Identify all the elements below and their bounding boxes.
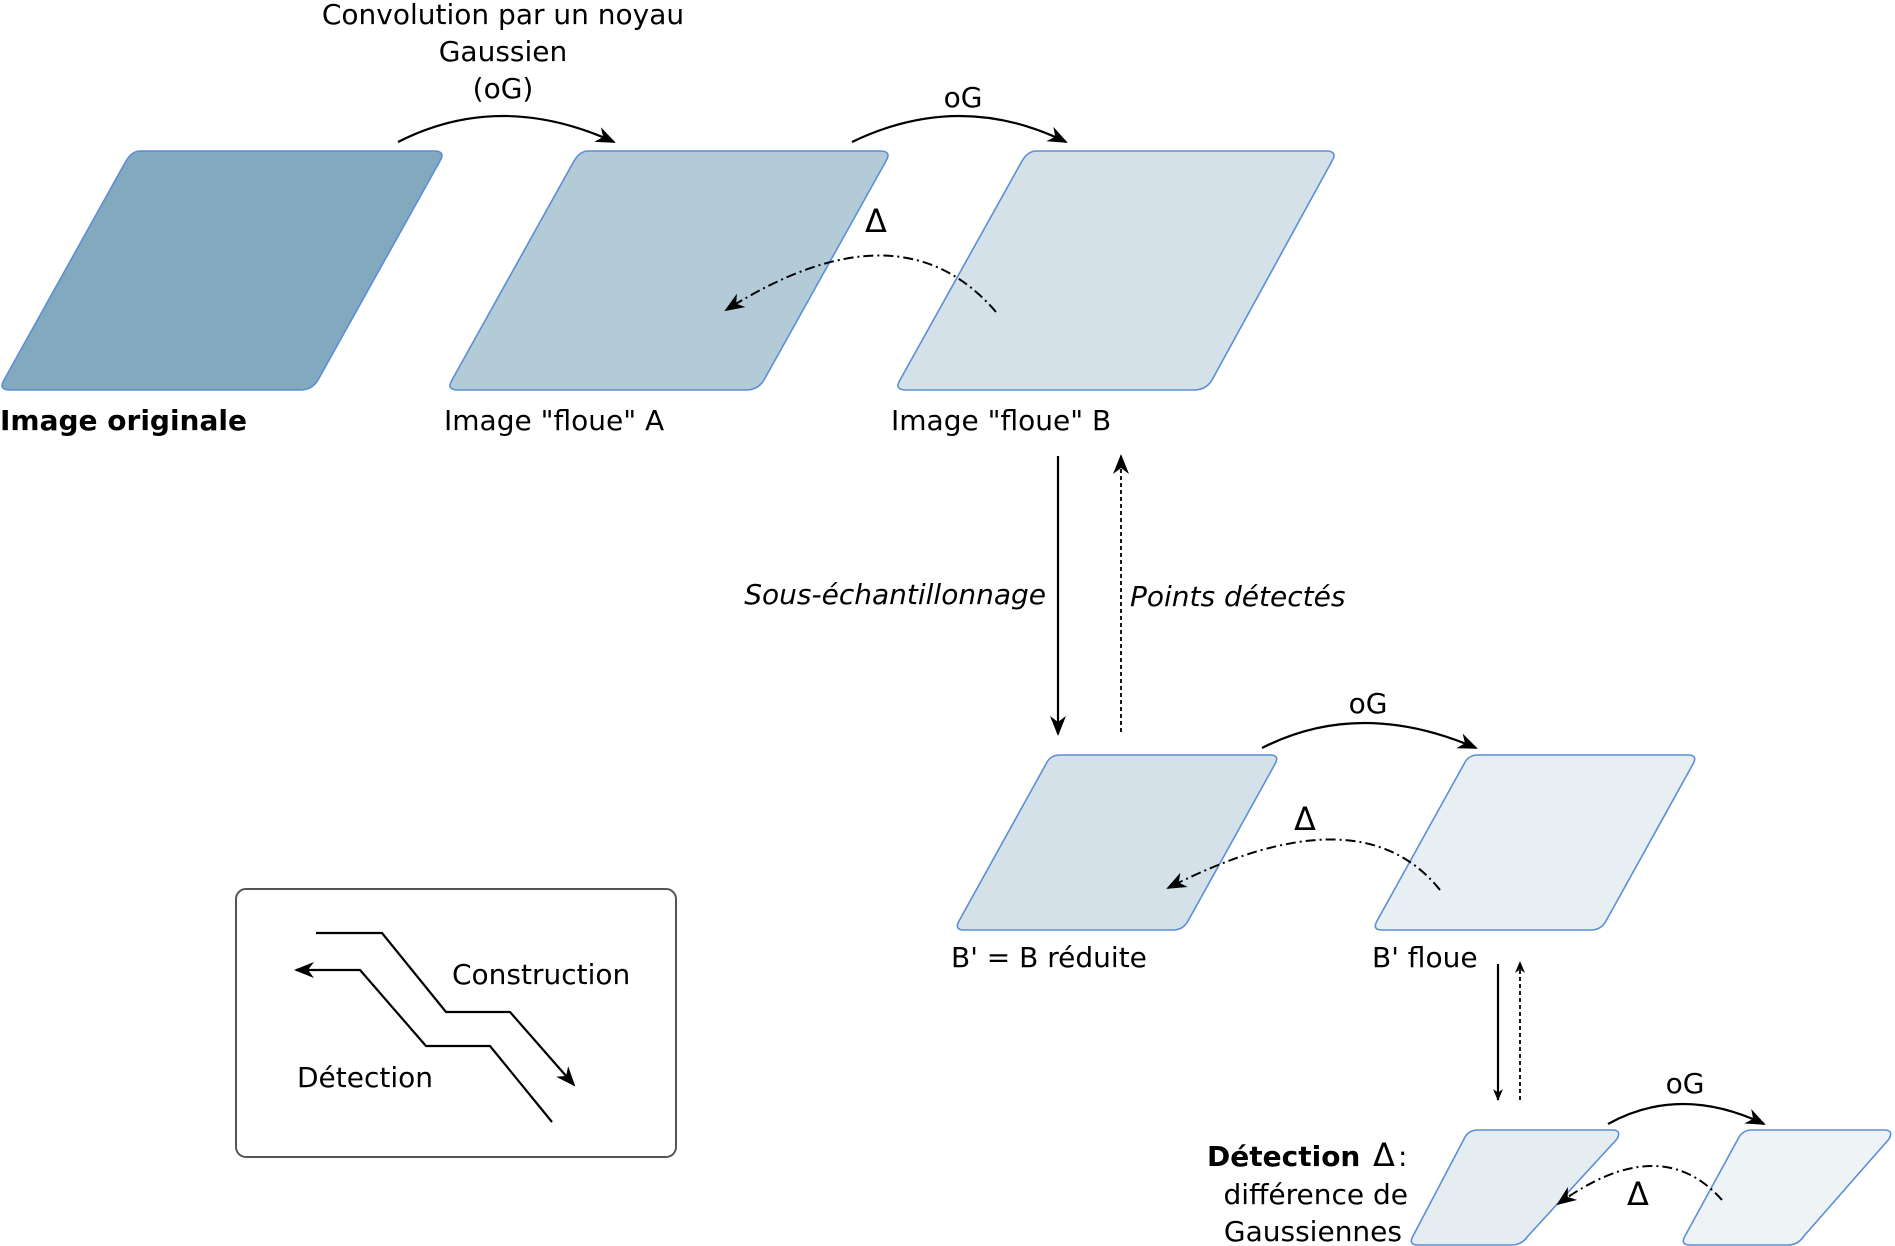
og-arrow-4 (1607, 1103, 1766, 1125)
delta-arrow-1 (724, 254, 997, 313)
detection-line3: Gaussiennes (1224, 1215, 1402, 1246)
points-detectes-label: Points détectés (1130, 580, 1345, 613)
level3-b-shape (1682, 1129, 1892, 1246)
level3-a-shape (1410, 1129, 1620, 1246)
detection-colon: : (1398, 1140, 1407, 1173)
delta-arrow-2 (1166, 838, 1441, 891)
convolution-label-line3: (oG) (473, 72, 534, 105)
detection-title: Détection (1207, 1140, 1360, 1173)
convolution-label-line2: Gaussien (439, 35, 568, 68)
convolution-label-line1: Convolution par un noyau (322, 0, 684, 31)
legend-construction-arrow (316, 931, 576, 1087)
legend-construction-label: Construction (452, 958, 630, 991)
delta-label-3: Δ (1627, 1175, 1649, 1213)
image-originale-shape (1, 150, 443, 391)
b-reduite-shape (956, 754, 1278, 931)
legend-detection-arrow (294, 962, 553, 1123)
og-arrow-3 (1261, 721, 1478, 750)
image-floue-a-label: Image "floue" A (444, 404, 664, 437)
b-floue-shape (1374, 754, 1696, 931)
og-arrow-1 (397, 114, 616, 144)
delta-label-1: Δ (865, 202, 887, 240)
image-floue-b-label: Image "floue" B (891, 404, 1111, 437)
image-floue-a-shape (449, 150, 889, 391)
detection-delta: Δ (1373, 1136, 1395, 1174)
b-floue-label: B' floue (1372, 941, 1478, 974)
legend-box: Construction Détection (235, 888, 677, 1158)
legend-detection-label: Détection (297, 1061, 433, 1094)
b-reduite-label: B' = B réduite (951, 941, 1147, 974)
delta-label-2: Δ (1294, 800, 1316, 838)
og-label-1: oG (944, 81, 983, 114)
detection-line2: différence de (1224, 1178, 1408, 1211)
image-originale-label: Image originale (0, 404, 247, 437)
og-label-3: oG (1666, 1067, 1705, 1100)
sous-echantillonnage-label: Sous-échantillonnage (744, 578, 1046, 611)
legend-frame (235, 888, 677, 1158)
og-arrow-2 (851, 114, 1068, 143)
og-label-2: oG (1349, 687, 1388, 720)
image-floue-b-shape (897, 150, 1335, 391)
delta-arrow-3 (1556, 1165, 1723, 1206)
